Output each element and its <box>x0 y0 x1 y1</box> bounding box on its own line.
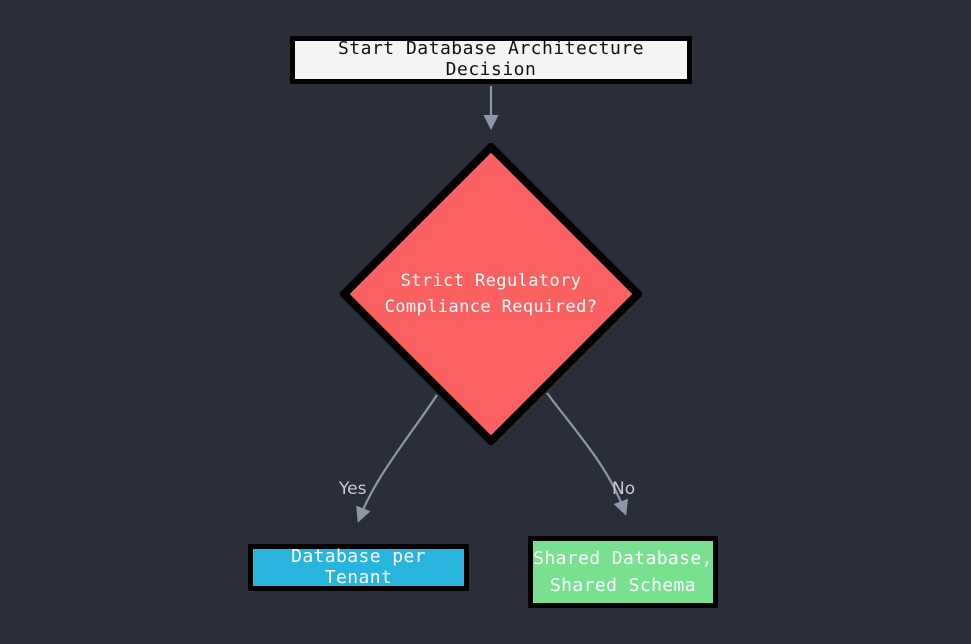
node-shared-database-shared-schema-label: Shared Database, Shared Schema <box>533 548 713 596</box>
node-database-per-tenant-label: Database per Tenant <box>291 545 426 588</box>
edge-label-no: No <box>612 479 636 499</box>
node-decision-strict-regulatory-compliance[interactable]: Strict Regulatory Compliance Required? <box>340 143 642 445</box>
diamond-shape-icon <box>340 143 642 445</box>
node-decision-label: Strict Regulatory Compliance Required? <box>384 270 598 317</box>
node-database-per-tenant[interactable]: Database per Tenant <box>248 544 469 591</box>
node-start-database-architecture-decision[interactable]: Start Database Architecture Decision <box>290 36 692 84</box>
node-shared-database-shared-schema[interactable]: Shared Database, Shared Schema <box>528 536 718 608</box>
node-start-label: Start Database Architecture Decision <box>337 38 645 80</box>
edge-label-yes: Yes <box>339 479 367 499</box>
